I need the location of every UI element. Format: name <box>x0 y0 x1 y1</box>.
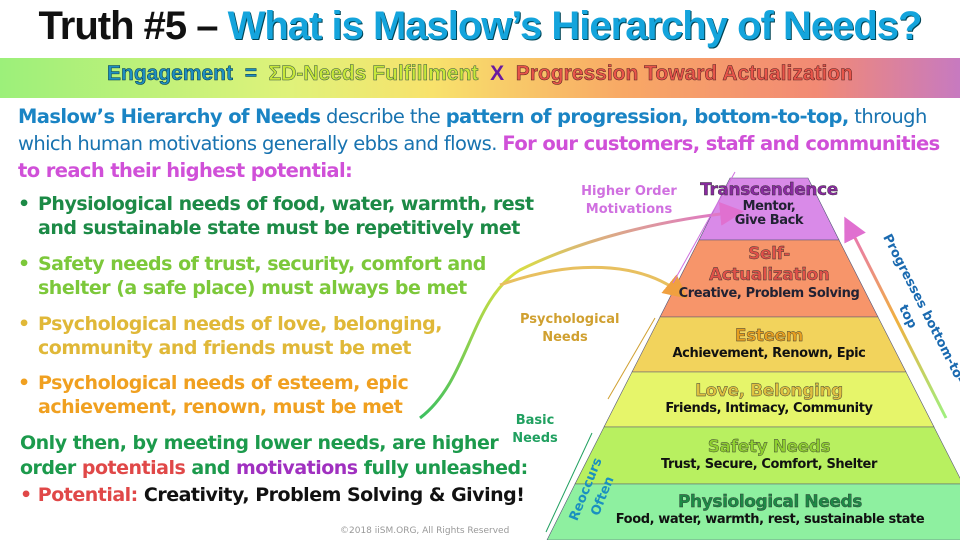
bullet-text: Psychological needs of esteem, epic achi… <box>38 372 409 418</box>
title-prefix: Truth #5 – <box>38 4 228 48</box>
level-title: Transcendence <box>700 180 839 200</box>
intro-purpose: For our customers, staff and communities… <box>18 132 940 182</box>
label-higher-order: Higher Order Motivations <box>581 184 677 217</box>
intro-paragraph: Maslow’s Hierarchy of Needs describe the… <box>18 103 948 184</box>
closing-text: and <box>185 457 236 479</box>
slide-title: Truth #5 – What is Maslow’s Hierarchy of… <box>0 4 960 49</box>
intro-text: through which human motivations generall… <box>18 105 927 155</box>
eq-engagement: Engagement <box>106 62 234 86</box>
closing-text: Only then, by meeting lower needs, are h… <box>20 432 499 479</box>
level-title: Love, Belonging <box>695 381 844 401</box>
level-physiological <box>546 483 960 540</box>
eq-equals: = <box>244 62 257 86</box>
level-title: Esteem <box>734 326 804 346</box>
intro-term: Maslow’s Hierarchy of Needs <box>18 105 321 128</box>
closing-text: fully unleashed: <box>357 457 529 479</box>
level-title: Physiological Needs <box>677 492 863 512</box>
eq-times: X <box>490 62 505 85</box>
level-subtitle: Food, water, warmth, rest, sustainable s… <box>615 512 925 527</box>
bullet-text: Physiological needs of food, water, warm… <box>38 193 534 239</box>
equation: Engagement = ΣD-Needs Fulfillment X Prog… <box>0 62 960 86</box>
intro-text: describe the <box>320 105 446 128</box>
level-subtitle: Trust, Secure, Comfort, Shelter <box>661 457 877 472</box>
level-title: Self-Actualization <box>709 244 830 285</box>
level-subtitle: Achievement, Renown, Epic <box>672 346 866 361</box>
eq-needs: ΣD-Needs Fulfillment <box>268 62 479 86</box>
bullet-love: Psychological needs of love, belonging, … <box>18 312 468 360</box>
equation-banner <box>0 58 960 98</box>
arrow-to-transcendence <box>419 201 744 420</box>
bullet-esteem: Psychological needs of esteem, epic achi… <box>18 371 458 419</box>
bullet-safety: Safety needs of trust, security, comfort… <box>18 252 538 300</box>
level-subtitle: Creative, Problem Solving <box>678 286 860 301</box>
level-safety <box>574 426 960 485</box>
bullet-physiological: Physiological needs of food, water, warm… <box>18 192 538 240</box>
closing-statement: Only then, by meeting lower needs, are h… <box>20 431 540 481</box>
copyright: ©2018 iiSM.ORG, All Rights Reserved <box>340 526 510 536</box>
bullet-text: Safety needs of trust, security, comfort… <box>38 253 486 299</box>
potential-text: Creativity, Problem Solving & Giving! <box>137 484 525 506</box>
bracket-basic <box>545 432 593 533</box>
eq-progression: Progression Toward Actualization <box>515 62 854 86</box>
bracket-psych <box>607 317 656 400</box>
progress-arrow <box>844 216 948 419</box>
closing-motivations: motivations <box>235 457 358 479</box>
closing-potentials: potentials <box>81 457 186 479</box>
intro-pattern: pattern of progression, bottom-to-top, <box>445 105 850 128</box>
level-subtitle: Friends, Intimacy, Community <box>665 401 873 416</box>
label-psychological: Psychological Needs <box>520 312 620 345</box>
bracket-higher <box>672 171 736 284</box>
bullet-text: Psychological needs of love, belonging, … <box>38 313 442 359</box>
potential-line: • Potential: Creativity, Problem Solving… <box>20 484 525 506</box>
potential-label: Potential: <box>37 484 139 506</box>
level-subtitle: Mentor, Give Back <box>734 199 804 228</box>
arrow-to-self-actualization <box>499 265 688 299</box>
label-basic: Basic Needs <box>512 413 558 446</box>
level-title: Safety Needs <box>707 437 831 457</box>
title-main: What is Maslow’s Hierarchy of Needs? <box>227 4 923 48</box>
